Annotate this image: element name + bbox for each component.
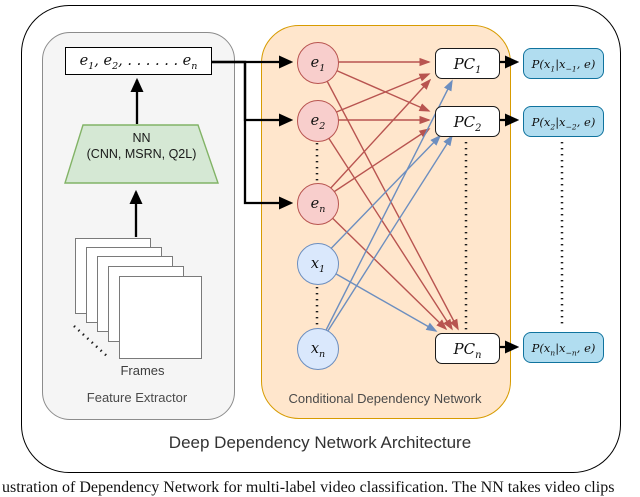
edge-x1-to-pcn (316, 262, 438, 332)
nn-label: NN (CNN, MSRN, Q2L) (65, 130, 218, 163)
output-p1: P(x1|x−1, e) (523, 48, 604, 79)
diagram-title: Deep Dependency Network Architecture (168, 433, 472, 452)
edge-e1-to-pcn (316, 61, 459, 331)
output-p2: P(x2|x−2, e) (523, 106, 604, 137)
edge-en-to-pc2 (316, 128, 431, 204)
edge-xn-to-pc1 (316, 79, 453, 349)
edge-embedding-vector-to-e2 (210, 60, 294, 127)
node-e2: e2 (297, 100, 339, 142)
embedding-vector-box: e1, e2, . . . . . . en (65, 47, 212, 75)
nn-trapezoid (64, 124, 219, 184)
edge-en-to-pc1 (316, 78, 432, 204)
node-x1: x1 (297, 243, 339, 285)
edge-embedding-vector-to-en (210, 60, 294, 210)
nn-title: NN (132, 131, 151, 145)
node-pc1: PC1 (435, 48, 500, 79)
edge-e2-to-pcn (316, 119, 453, 331)
output-pn: P(xn|x−n, e) (523, 332, 604, 363)
feature-extractor-label: Feature Extractor (86, 390, 188, 405)
node-en: en (297, 183, 339, 225)
node-pcn: PCn (435, 333, 500, 364)
nn-models: (CNN, MSRN, Q2L) (86, 147, 197, 162)
node-e1: e1 (297, 42, 339, 84)
conditional-dependency-label: Conditional Dependency Network (288, 391, 482, 406)
frames-label: Frames (120, 363, 165, 378)
embedding-vector-label: e1, e2, . . . . . . en (79, 53, 198, 72)
node-pc2: PC2 (435, 106, 500, 137)
figure-caption: ustration of Dependency Network for mult… (2, 479, 615, 496)
edge-en-to-pcn (316, 202, 448, 331)
frame-square-front (119, 276, 202, 359)
node-xn: xn (297, 328, 339, 370)
edge-x1-to-pc2 (316, 134, 442, 264)
edge-xn-to-pc2 (316, 134, 453, 349)
